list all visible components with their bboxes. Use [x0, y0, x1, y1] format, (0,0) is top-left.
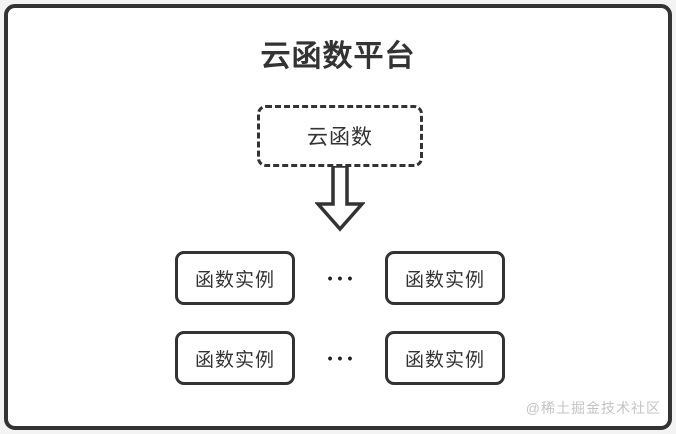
function-instance-node: 函数实例	[175, 251, 295, 305]
cloud-function-node: 云函数	[257, 105, 423, 167]
function-instance-node: 函数实例	[175, 331, 295, 385]
ellipsis-separator: •••	[305, 331, 375, 385]
function-instance-label: 函数实例	[194, 349, 275, 371]
ellipsis-text: •••	[327, 350, 358, 366]
ellipsis-separator: •••	[305, 251, 375, 305]
diagram-title: 云函数平台	[260, 40, 416, 73]
function-instance-node: 函数实例	[385, 251, 505, 305]
function-instance-node: 函数实例	[385, 331, 505, 385]
ellipsis-text: •••	[327, 270, 358, 286]
down-arrow-icon	[314, 164, 366, 232]
function-instance-label: 函数实例	[404, 269, 485, 291]
cloud-function-label: 云函数	[307, 126, 373, 149]
watermark: @稀土掘金技术社区	[525, 400, 661, 416]
function-instance-label: 函数实例	[404, 349, 485, 371]
function-instance-label: 函数实例	[194, 269, 275, 291]
